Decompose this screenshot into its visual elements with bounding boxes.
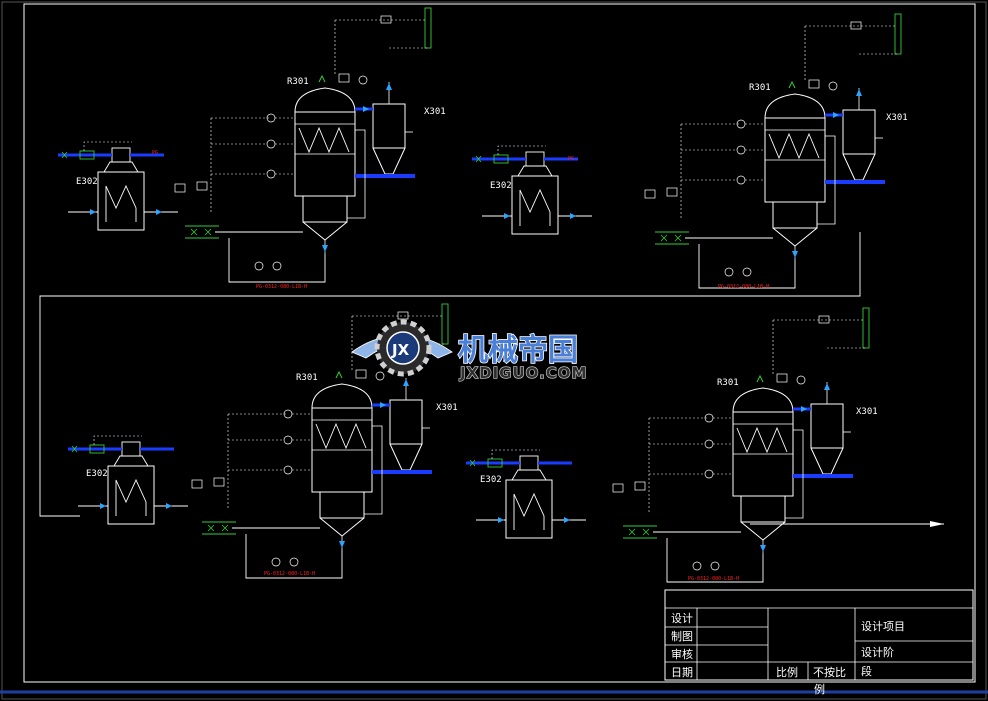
watermark: JX 机械帝国 JXDIGUO.COM [351,319,587,383]
separator-label-1: X301 [424,107,446,117]
heater-unit-4: E302 [464,448,588,540]
heater-tag-a: PG [152,150,158,156]
heater-label-2: E302 [490,181,512,191]
separator-label-2: X301 [886,113,908,123]
heater-label-1: E302 [76,177,98,187]
tb-project: 设计项目 [861,620,905,633]
tb-design: 设计 [671,612,693,625]
line-number-1: PG-0312-080-L1B-H [256,284,307,290]
reactor-label-4: R301 [717,378,739,388]
tb-drawing: 制图 [671,630,693,643]
drawing-border [23,3,976,683]
brand-cn: 机械帝国 [458,333,578,368]
heater-tag-b: PG [568,156,574,162]
reactor-label-1: R301 [287,77,309,87]
tb-review: 审核 [671,647,693,661]
gear-logo-icon: JX [351,319,453,377]
tb-not-to-scale: 不按比 [813,665,846,679]
line-number-4: PG-0312-080-L1B-H [688,576,739,582]
heater-unit-2: E302 [470,144,594,236]
title-block: 设计 制图 审核 日期 比例 不按比 例 设计项目 设计阶 段 [664,589,974,696]
heater-unit-3: E302 [66,434,190,526]
tb-scale: 比例 [776,665,798,679]
heater-label-3: E302 [86,469,108,479]
reactor-unit-4: R301 X301 PG-0312-080-L1B-H [611,306,878,584]
separator-label-4: X301 [856,407,878,417]
logo-letters: JX [391,341,410,359]
reactor-unit-3: R301 X301 PG-0312-080-L1B-H [190,302,458,580]
separator-label-3: X301 [436,403,458,413]
line-number-2: PG-0312-080-L1B-H [718,284,769,290]
brand-url: JXDIGUO.COM [459,364,587,382]
tb-stage-2: 段 [861,664,872,678]
heater-label-4: E302 [480,475,502,485]
tb-stage: 设计阶 [861,645,894,659]
reactor-label-2: R301 [749,83,771,93]
reactor-unit-1: R301 X301 PG-0312-080-L1B-H [173,6,446,290]
tb-date: 日期 [671,666,693,679]
tb-not-to-scale-2: 例 [814,682,825,696]
reactor-unit-2: R301 X301 PG-0312-080-L1B-H [643,12,908,290]
line-number-3: PG-0312-080-L1B-H [264,571,315,577]
reactor-label-3: R301 [296,373,318,383]
heater-unit-1: E302 [56,140,180,232]
